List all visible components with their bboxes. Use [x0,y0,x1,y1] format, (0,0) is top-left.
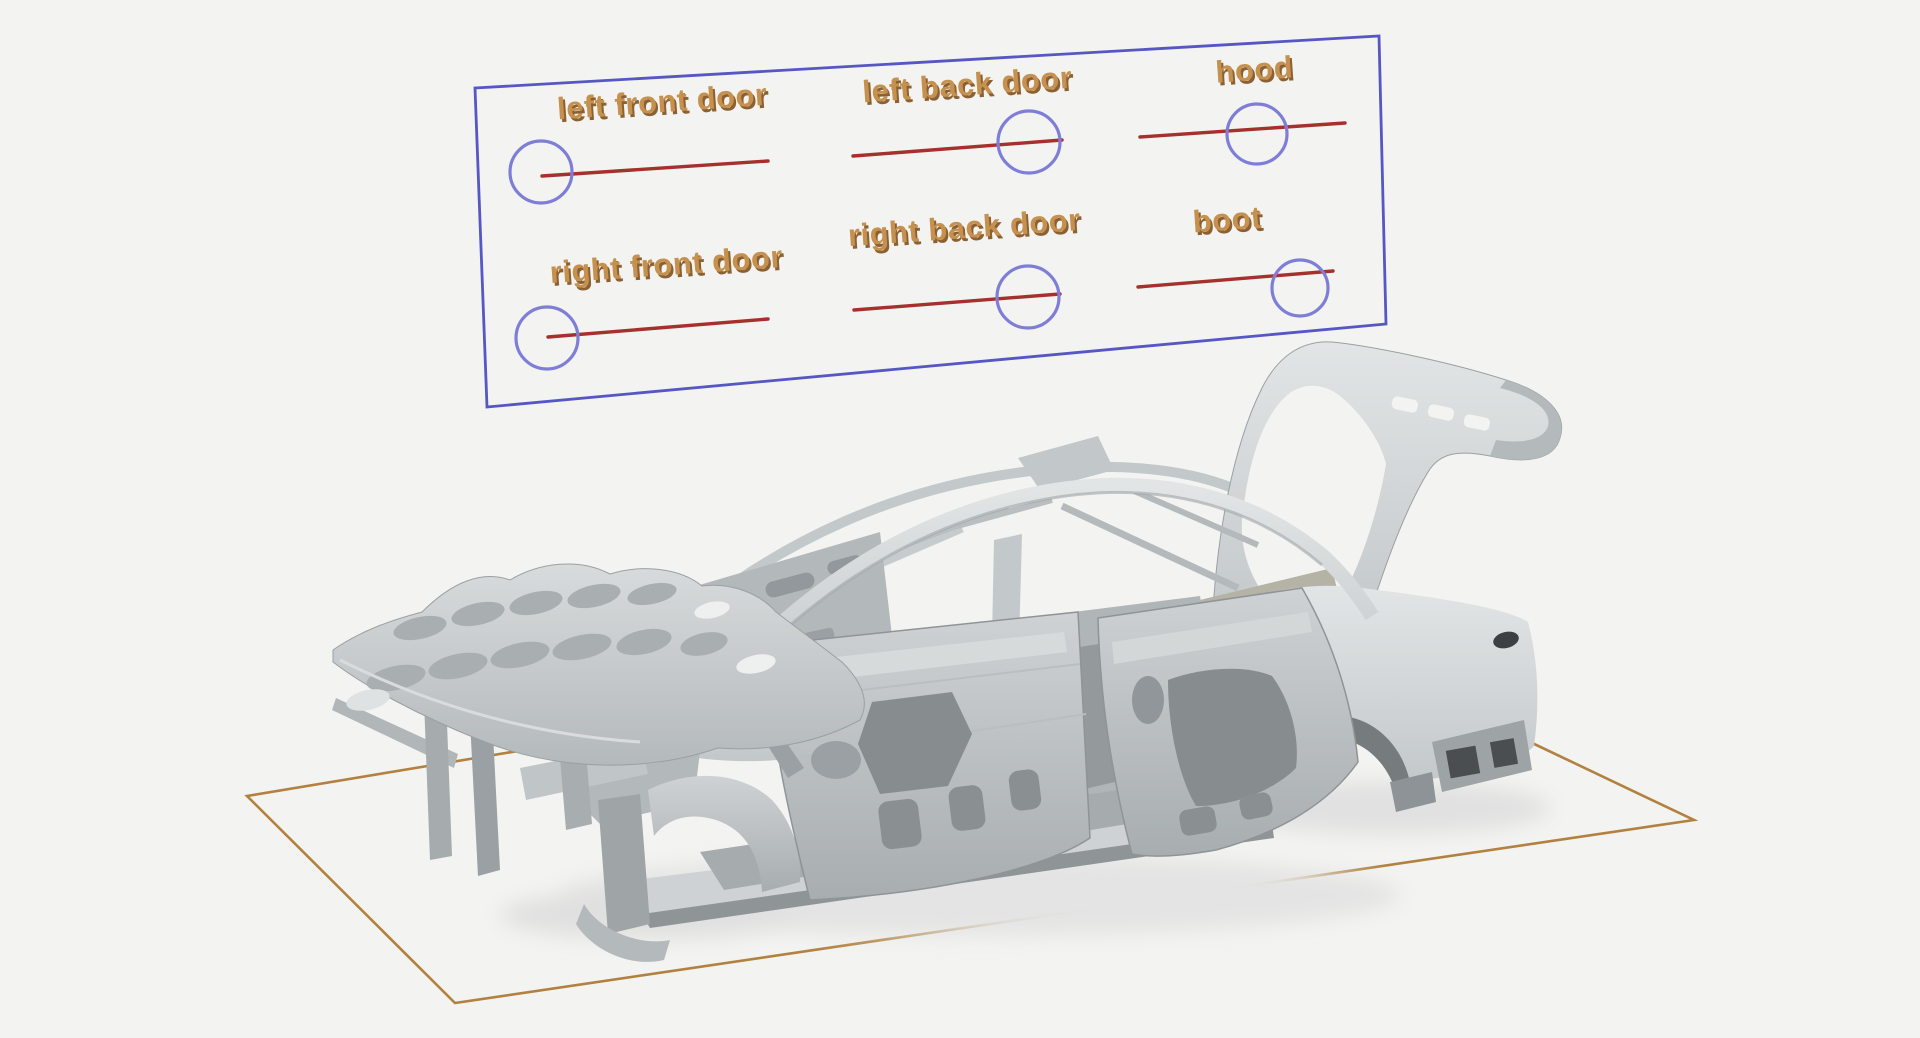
control-panel: left front door left front door left bac… [473,34,1388,409]
slider-left-front-door: left front door left front door [508,77,771,205]
slider-label: left back door [861,60,1073,110]
slider-label: boot [1192,200,1263,240]
slider-track-left-front-door[interactable] [540,159,770,178]
slider-right-back-door: right back door right back door [847,202,1084,330]
far-structure [332,436,1275,876]
slider-label-shadow: hood [1216,52,1296,92]
slider-track-right-back-door[interactable] [852,292,1062,312]
hood-open [332,563,865,778]
slider-hood: hood hood [1138,49,1347,166]
slider-handle-left-back-door[interactable] [996,109,1062,175]
slider-label: left front door [556,77,769,127]
slider-right-front-door: right front door right front door [514,239,786,371]
slider-handle-right-back-door[interactable] [995,264,1061,330]
slider-left-back-door: left back door left back door [851,60,1076,175]
slider-boot: boot boot [1136,200,1335,318]
slider-label: hood [1214,49,1294,89]
slider-handle-left-front-door[interactable] [508,139,574,205]
slider-track-boot[interactable] [1136,269,1335,289]
slider-handle-boot[interactable] [1270,258,1330,318]
slider-track-right-front-door[interactable] [546,317,770,339]
panel-border [473,34,1388,409]
ground-shadow [500,782,1550,939]
slider-handle-right-front-door[interactable] [514,305,580,371]
slider-label-shadow: boot [1194,203,1265,243]
slider-track-hood[interactable] [1138,121,1347,139]
slider-track-left-back-door[interactable] [851,138,1064,158]
car-model [332,341,1563,962]
back-door-open [1097,587,1359,857]
slider-handle-hood[interactable] [1225,102,1289,166]
